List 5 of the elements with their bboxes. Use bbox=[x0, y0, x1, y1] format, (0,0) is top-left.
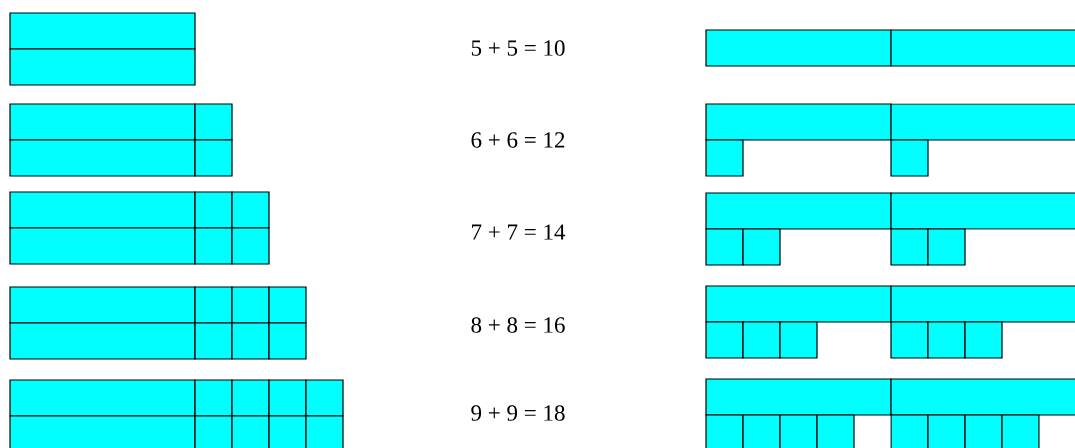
equation: 6 + 6 = 12 bbox=[471, 132, 565, 148]
equation: 9 + 9 = 18 bbox=[471, 405, 565, 421]
equation: 8 + 8 = 16 bbox=[471, 317, 565, 333]
equation: 5 + 5 = 10 bbox=[471, 40, 565, 56]
equation: 7 + 7 = 14 bbox=[472, 224, 566, 240]
